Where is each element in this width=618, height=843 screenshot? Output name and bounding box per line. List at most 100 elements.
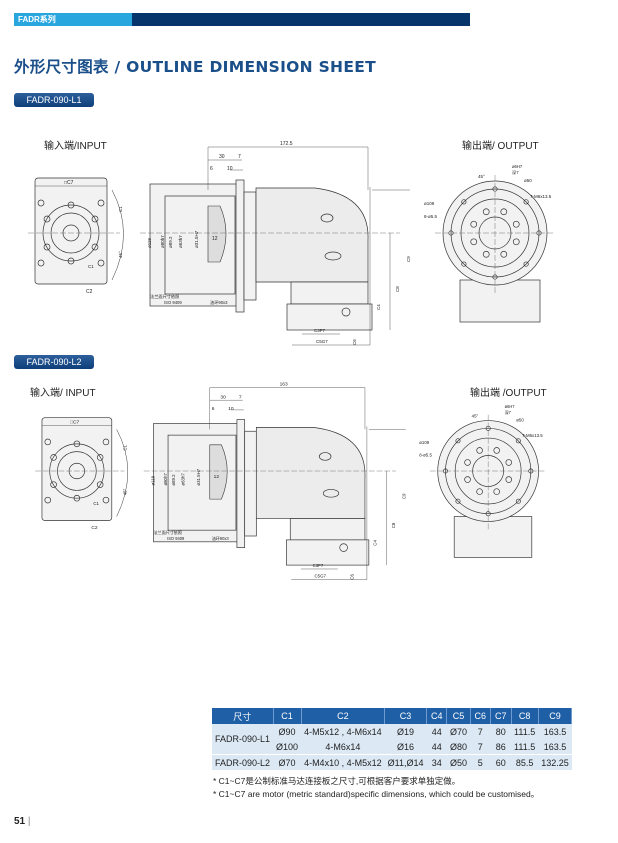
column-header-c6: C6	[470, 708, 492, 724]
threaded-hole	[470, 238, 478, 246]
mounting-hole	[515, 498, 521, 504]
page-number: 51 |	[14, 816, 31, 827]
dim-phi31: ø31.5H7	[196, 468, 201, 485]
table-cell: Ø16	[384, 739, 427, 755]
bolt-hole	[73, 440, 81, 448]
model-cell: FADR-090-L2	[212, 754, 274, 770]
table-cell: 163.5	[538, 739, 572, 755]
dim-phi89: ø89.2	[168, 236, 173, 248]
dim-c7: □C7	[64, 180, 74, 186]
dim-o-phi6: ø6H7	[512, 164, 523, 169]
bolt-hole	[96, 481, 104, 488]
output-hole	[339, 543, 348, 552]
table-cell: Ø70	[273, 754, 302, 770]
dim-6: 6	[210, 166, 213, 172]
threaded-hole	[512, 238, 520, 246]
arc-dimension	[111, 189, 124, 281]
dim-phi63: ø63h7	[178, 235, 183, 248]
oring-note: 油环90x3	[212, 535, 230, 541]
dim-c9: C9	[406, 256, 411, 262]
dim-o-thread: 7-M6x13.5	[530, 194, 552, 199]
output-view-label: 输出端/ OUTPUT	[462, 141, 539, 152]
column-header-c5: C5	[446, 708, 471, 724]
bolt-hole	[50, 454, 57, 461]
bolt-hole	[102, 496, 110, 504]
table-cell: Ø70	[446, 724, 470, 739]
mounting-hole	[523, 199, 529, 205]
dim-c6: C6	[349, 574, 354, 580]
threaded-hole	[482, 208, 490, 216]
iso-note: ISO 9409	[167, 536, 185, 541]
arc-dimension	[116, 429, 129, 517]
dim-c5: C5G7	[315, 574, 327, 579]
column-header-c3: C3	[384, 708, 427, 724]
output-flange	[286, 539, 370, 566]
table-cell: 4-M4x10 , 4-M5x12	[301, 754, 385, 770]
dim-o-holes: 8-ø5.5	[419, 452, 432, 457]
input-pilot-circle	[50, 212, 92, 254]
motor-adapter	[167, 434, 237, 531]
note-en: * C1~C7 are motor (metric standard)speci…	[213, 789, 540, 799]
dim-phi80: ø80h7	[163, 473, 168, 486]
input-pilot-circle	[57, 451, 97, 491]
threaded-hole	[512, 220, 520, 228]
threaded-hole	[470, 220, 478, 228]
table-cell: 4-M5x12 , 4-M6x14	[301, 724, 385, 739]
dim-c8: C8	[395, 286, 400, 292]
neck	[244, 430, 257, 537]
output-view-label: 输出端 /OUTPUT	[470, 388, 547, 399]
table-cell: Ø11,Ø14	[384, 754, 427, 770]
bolt-hole	[43, 243, 51, 251]
input-flange-square	[41, 417, 113, 521]
bolt-hole	[91, 243, 99, 251]
threaded-hole	[505, 459, 513, 466]
table-cell: 44	[426, 739, 447, 755]
flange-note: 法兰面尺寸依照	[150, 293, 179, 300]
table-cell: 4-M6x14	[301, 739, 385, 755]
table-cell: 7	[470, 724, 491, 739]
mounting-hole	[515, 438, 521, 444]
input-view-label: 输入端/ INPUT	[30, 388, 96, 399]
dim-10: 10	[228, 406, 234, 412]
mounting-hole	[455, 498, 461, 504]
input-flange-square	[34, 177, 108, 285]
gearbox-body	[255, 187, 369, 283]
output-hole	[341, 307, 351, 317]
dim-o-deg: 45°	[478, 174, 485, 179]
output-base	[459, 279, 541, 323]
dim-c9: C9	[402, 493, 407, 499]
oring-note: 油环90x3	[210, 299, 228, 306]
table-cell: Ø50	[446, 754, 470, 770]
input-view-label: 输入端/INPUT	[44, 141, 107, 152]
dim-overall-length: 163	[280, 382, 288, 388]
model-badge-l2: FADR-090-L2	[14, 355, 94, 369]
column-header-c9: C9	[538, 708, 573, 724]
dim-c1-arc: C1	[122, 444, 127, 450]
series-label: FADR系列	[14, 13, 132, 26]
column-header-c8: C8	[511, 708, 539, 724]
table-cell: 7	[470, 739, 491, 755]
bolt-hole	[96, 454, 104, 461]
bolt-hole	[102, 438, 110, 446]
column-header-c1: C1	[273, 708, 302, 724]
elbow-hole	[319, 452, 332, 461]
dim-o-depth: 深7	[505, 409, 512, 415]
input-bolt-circle	[49, 443, 105, 499]
dim-c4: C4	[376, 304, 381, 310]
threaded-hole	[500, 208, 508, 216]
flange-plate	[236, 419, 246, 548]
dim-c1: C1	[88, 264, 94, 269]
bolt-hole	[43, 215, 51, 223]
table-cell: 163.5	[538, 724, 572, 739]
dim-c6: C6	[352, 339, 357, 345]
threaded-hole	[476, 488, 483, 495]
bolt-hole	[50, 481, 57, 488]
bolt-hole	[91, 215, 99, 223]
threaded-hole	[493, 447, 500, 454]
dim-12: 12	[214, 474, 220, 480]
dim-30: 30	[219, 154, 225, 160]
dim-c7: □C7	[70, 419, 79, 425]
